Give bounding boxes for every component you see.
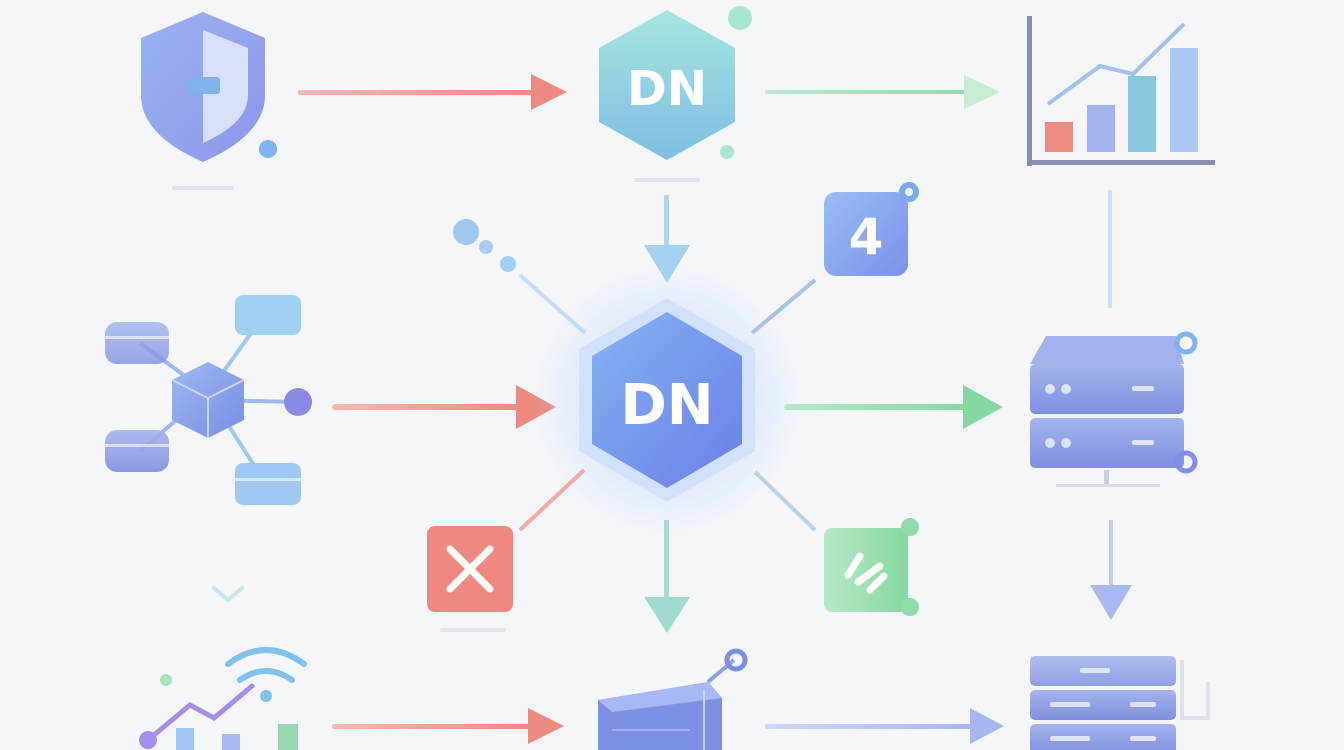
bar-chart-icon <box>1027 16 1215 166</box>
server-stack-icon <box>1030 656 1210 750</box>
arrow-trend-to-storage <box>332 708 564 744</box>
dn-hub-label: DN <box>620 373 713 438</box>
error-x-icon <box>427 468 586 632</box>
counter-badge-value: 4 <box>849 208 884 266</box>
shield-icon <box>141 12 277 190</box>
database-cluster-icon <box>105 295 312 505</box>
arrow-server-to-stack <box>1090 520 1132 620</box>
signal-trend-icon <box>139 647 307 750</box>
arrow-dn-to-chart <box>765 75 1000 109</box>
counter-badge-icon: 4 <box>750 182 919 335</box>
dn-hub-icon: DN <box>532 265 802 535</box>
arrow-hub-to-server <box>784 385 1003 429</box>
arrow-dn-top-to-hub <box>644 195 690 283</box>
connector-chart-to-server <box>1108 190 1112 308</box>
arrow-shield-to-dn-top <box>298 74 567 110</box>
storage-block-icon <box>598 648 748 750</box>
chevron-down-icon <box>212 586 244 603</box>
arrow-hub-to-storage <box>644 520 690 633</box>
server-rack-icon <box>1030 331 1198 487</box>
success-check-icon <box>753 470 919 616</box>
arrow-storage-to-stack <box>765 708 1004 744</box>
dn-top-label: DN <box>627 61 707 117</box>
dn-teal-node-icon: DN <box>599 6 752 182</box>
arrow-cluster-to-hub <box>332 385 556 429</box>
